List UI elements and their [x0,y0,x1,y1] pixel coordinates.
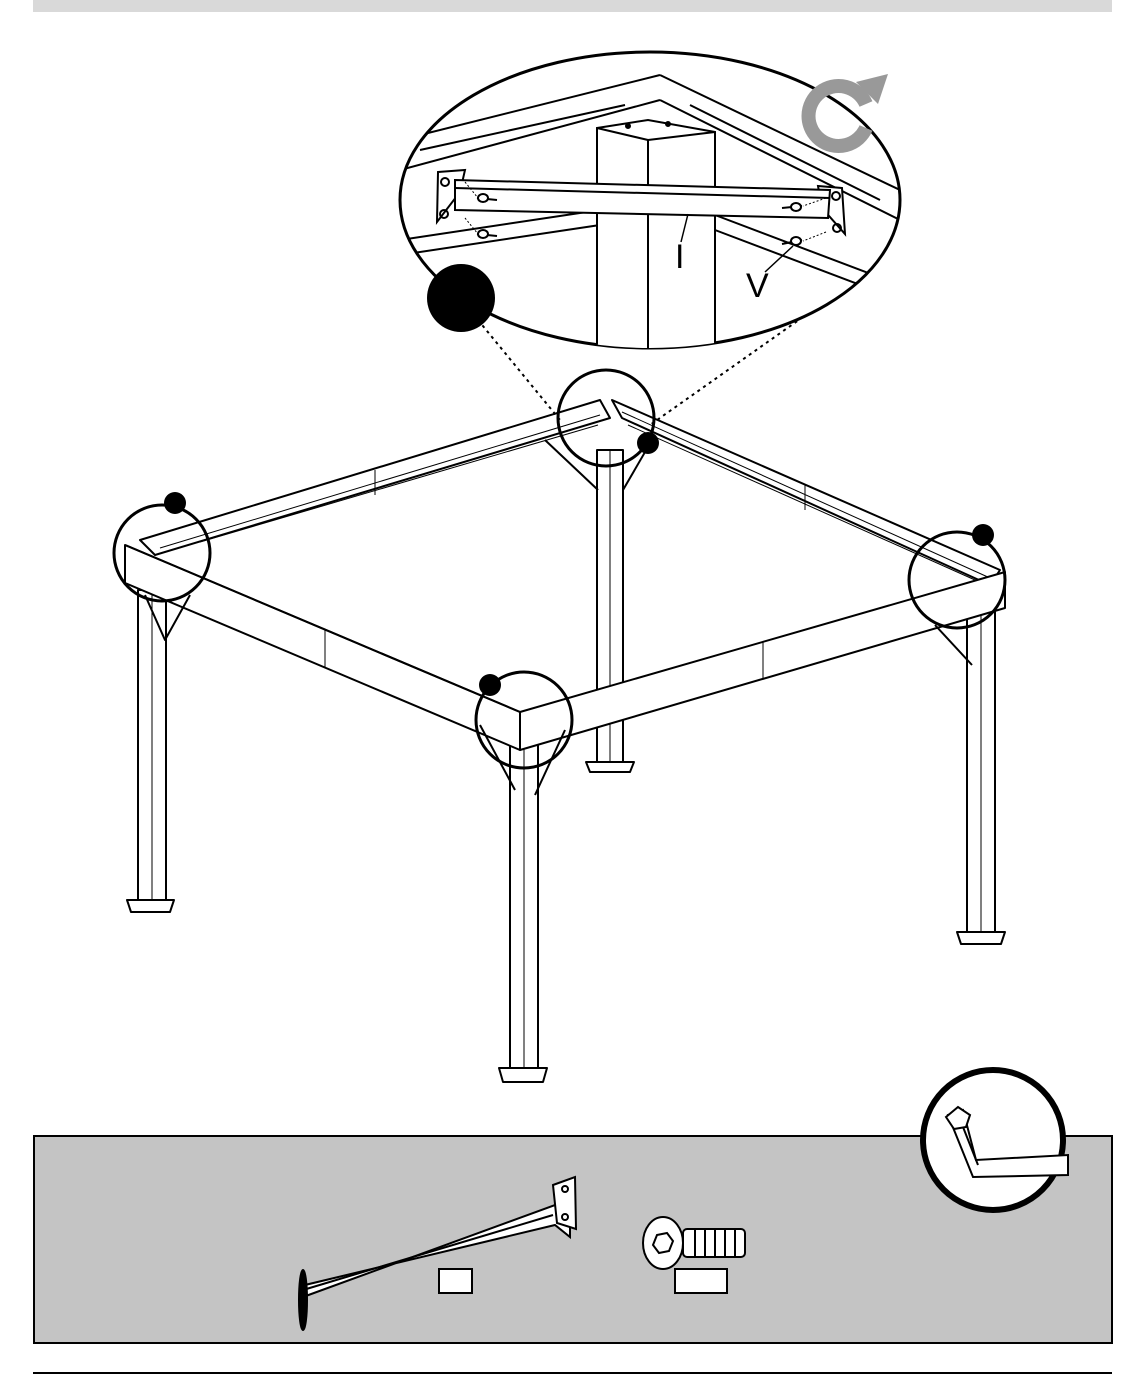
beam-back-right [612,400,1000,585]
step-marker-dot [637,432,659,454]
footplate-back [586,762,634,772]
beam-front-left [125,545,520,750]
brace-part-icon [299,1177,576,1330]
footplate-right [957,932,1005,944]
page-footer-rule [33,1372,1112,1374]
step-marker-dot-large [427,264,495,332]
step-marker-dot [479,674,501,696]
hex-key-icon [918,1065,1073,1215]
part-label-i: I [675,238,684,276]
step-marker-dot [972,524,994,546]
footplate-front [499,1068,547,1082]
screw-qty-box [675,1269,727,1293]
step-marker-dot [164,492,186,514]
screw-label-v: V [746,267,769,305]
footplate-left [127,900,174,912]
brace-qty-box [439,1269,472,1293]
screw-part-icon [643,1217,745,1269]
gazebo-frame [125,400,1005,1082]
